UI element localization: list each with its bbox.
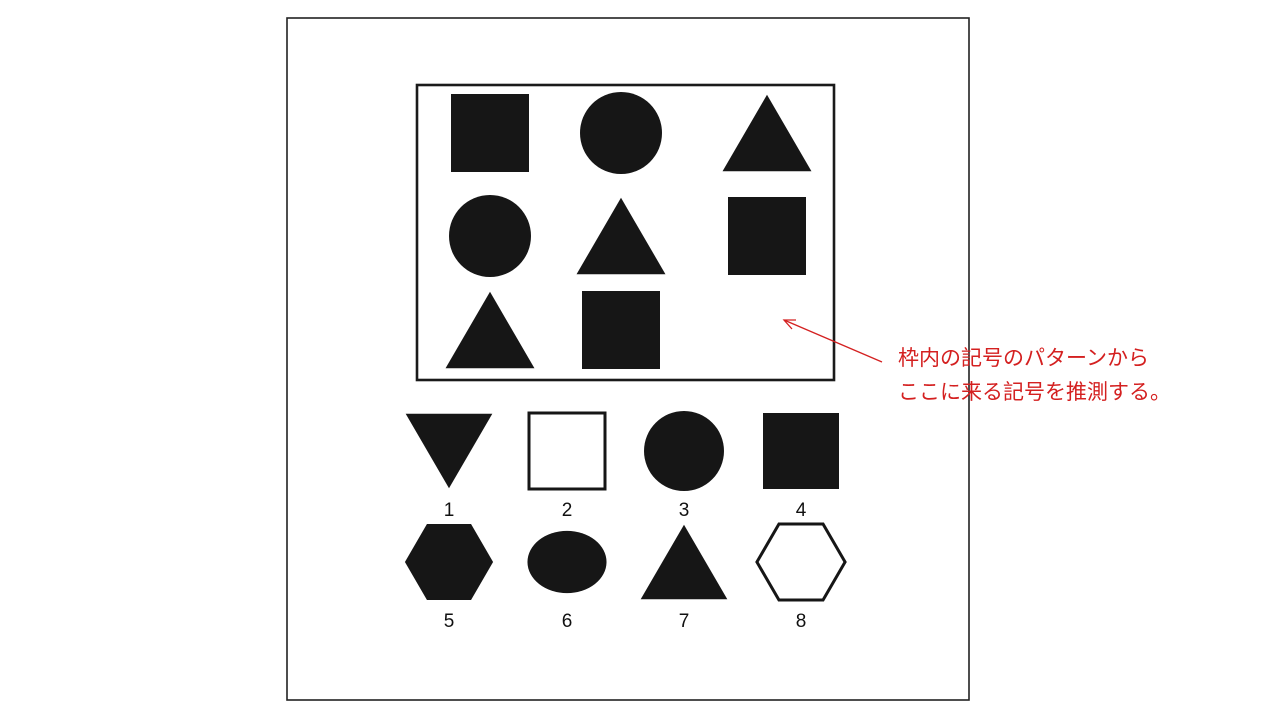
option-4-label: 4	[796, 500, 807, 521]
matrix-cell-2-3-square	[728, 197, 806, 275]
option-1-label: 1	[444, 500, 455, 521]
matrix-cell-2-2-triangle	[576, 197, 666, 275]
outer-page-border	[286, 17, 970, 701]
matrix-cell-1-1-square	[451, 94, 529, 172]
option-7[interactable]: 7	[640, 524, 728, 632]
option-5-filled-hexagon	[404, 524, 494, 600]
matrix-cell-2-1-circle	[449, 195, 531, 277]
option-8-outline-hexagon	[755, 522, 847, 602]
matrix-frame	[415, 83, 836, 382]
option-4[interactable]: 4	[763, 413, 839, 521]
answer-options: 1 2 3 4 5 6 7 8	[404, 411, 847, 632]
option-3[interactable]: 3	[644, 411, 724, 521]
option-5-label: 5	[444, 611, 455, 632]
annotation-arrow	[782, 319, 883, 363]
option-7-filled-triangle	[640, 524, 728, 600]
option-7-label: 7	[679, 611, 690, 632]
matrix-cell-3-2-square	[582, 291, 660, 369]
matrix-cell-1-3-triangle	[722, 94, 812, 172]
option-2-label: 2	[562, 500, 573, 521]
matrix-cell-3-1-triangle	[445, 291, 535, 369]
option-3-filled-circle	[644, 411, 724, 491]
option-2-outline-square	[527, 411, 607, 491]
option-6-label: 6	[562, 611, 573, 632]
matrix-cell-1-2-circle	[580, 92, 662, 174]
option-4-filled-square	[763, 413, 839, 489]
option-1-filled-inverted-triangle	[405, 413, 493, 489]
matrix-grid	[445, 92, 812, 369]
option-6[interactable]: 6	[527, 530, 607, 632]
option-6-filled-ellipse	[527, 530, 607, 594]
annotation-line-2: ここに来る記号を推測する。	[898, 380, 1171, 404]
option-8-label: 8	[796, 611, 807, 632]
option-1[interactable]: 1	[405, 413, 493, 521]
option-5[interactable]: 5	[404, 524, 494, 632]
option-2[interactable]: 2	[527, 411, 607, 521]
option-8[interactable]: 8	[755, 522, 847, 632]
option-3-label: 3	[679, 500, 690, 521]
annotation-line-1: 枠内の記号のパターンから	[898, 346, 1149, 370]
